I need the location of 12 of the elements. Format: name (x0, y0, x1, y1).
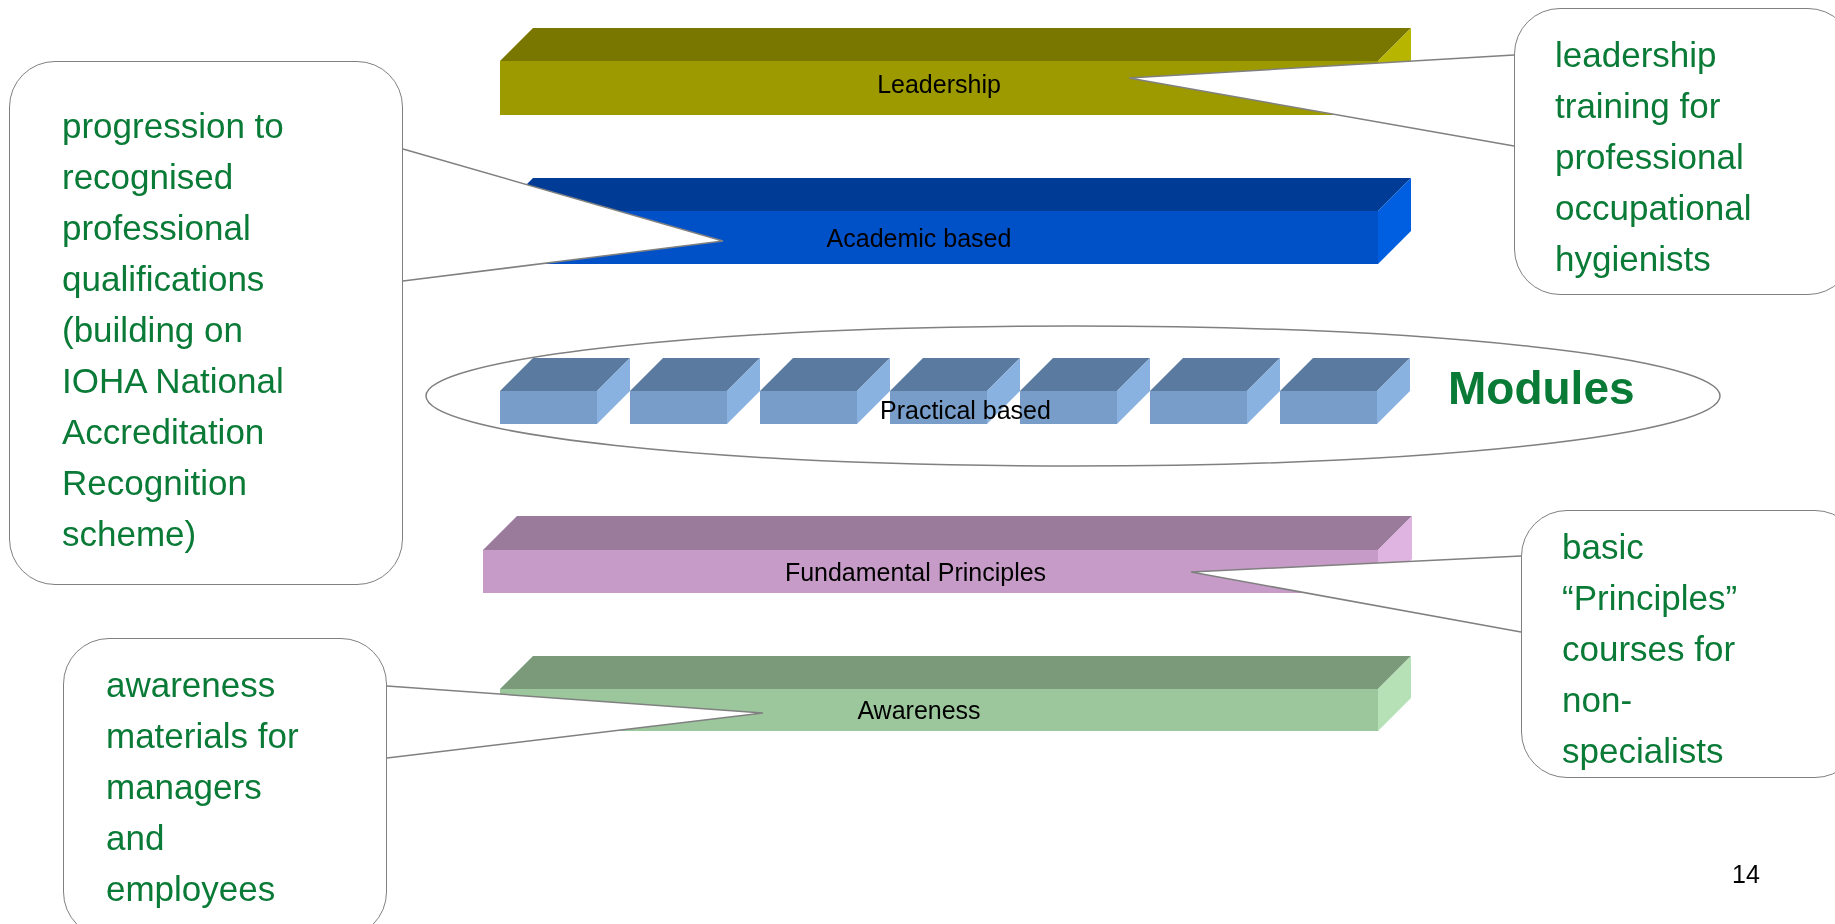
callout-pointer (402, 148, 724, 282)
page-number: 14 (1732, 860, 1760, 889)
callout-text: basic “Principles” courses for non-specialists (1562, 526, 1739, 772)
callout-bubble (1514, 8, 1835, 295)
callout-text: awareness materials for managers and employees (106, 664, 300, 910)
callout-text: progression to recognised professional qualifications (building on IOHA National Accreditation Recognition scheme) (62, 105, 285, 555)
callout-bubble (9, 61, 403, 585)
group-title: Modules (1448, 361, 1635, 415)
callout-bubble (63, 638, 387, 924)
callout-bubble (1521, 510, 1835, 778)
callout-text: leadership training for professional occupational hygienists (1555, 34, 1753, 280)
callout-pointer (1190, 555, 1522, 633)
